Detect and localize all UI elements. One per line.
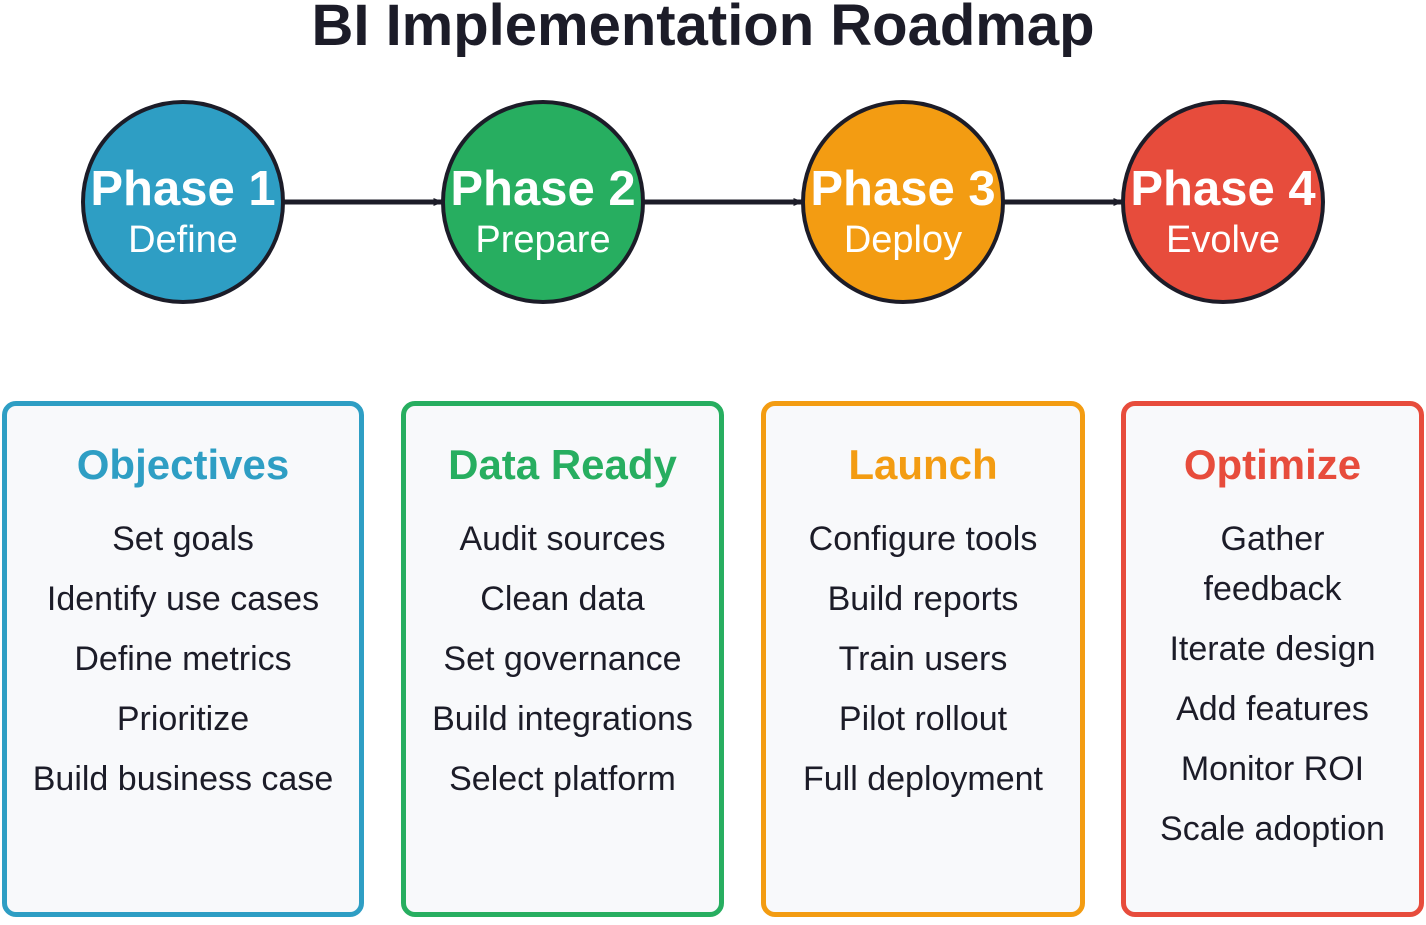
phase-flow	[81, 100, 1325, 304]
card-item: Build reports	[827, 580, 1019, 618]
card-title: Optimize	[1183, 441, 1362, 488]
phase-title: Phase 3	[810, 162, 996, 216]
card-item: Monitor ROI	[1180, 750, 1365, 788]
card-item: Configure tools	[808, 520, 1038, 558]
page-title: BI Implementation Roadmap	[311, 0, 1095, 58]
card-item: Prioritize	[116, 700, 250, 738]
card-title: Objectives	[76, 441, 290, 488]
phase-title: Phase 1	[90, 162, 276, 216]
card-item: Add features	[1176, 690, 1369, 728]
card-title: Data Ready	[448, 441, 677, 488]
card-item: Define metrics	[74, 640, 292, 678]
card-item: Build business case	[32, 760, 334, 798]
card-item: Scale adoption	[1160, 810, 1385, 848]
card-title: Launch	[848, 441, 998, 488]
phase-subtitle: Prepare	[475, 219, 611, 261]
card-item: Gather feedback	[1203, 520, 1342, 608]
card-item: Set goals	[112, 520, 254, 558]
card-item: Full deployment	[802, 760, 1043, 798]
card-item: Select platform	[449, 760, 676, 798]
phase-subtitle: Define	[128, 219, 238, 261]
phase-circle-2	[441, 100, 645, 304]
card-item: Iterate design	[1169, 630, 1376, 668]
phase-subtitle: Evolve	[1165, 219, 1281, 261]
card-item: Pilot rollout	[838, 700, 1008, 738]
phase-circle-4	[1121, 100, 1325, 304]
card-item: Audit sources	[459, 520, 666, 558]
phase-title: Phase 2	[450, 162, 636, 216]
card-item: Clean data	[480, 580, 645, 618]
card-item: Build integrations	[432, 700, 693, 738]
card-item: Train users	[838, 640, 1008, 678]
phase-subtitle: Deploy	[843, 219, 963, 261]
phase-title: Phase 4	[1130, 162, 1316, 216]
card-item: Set governance	[443, 640, 682, 678]
phase-circle-3	[801, 100, 1005, 304]
card-item: Identify use cases	[46, 580, 320, 618]
phase-circle-1	[81, 100, 285, 304]
